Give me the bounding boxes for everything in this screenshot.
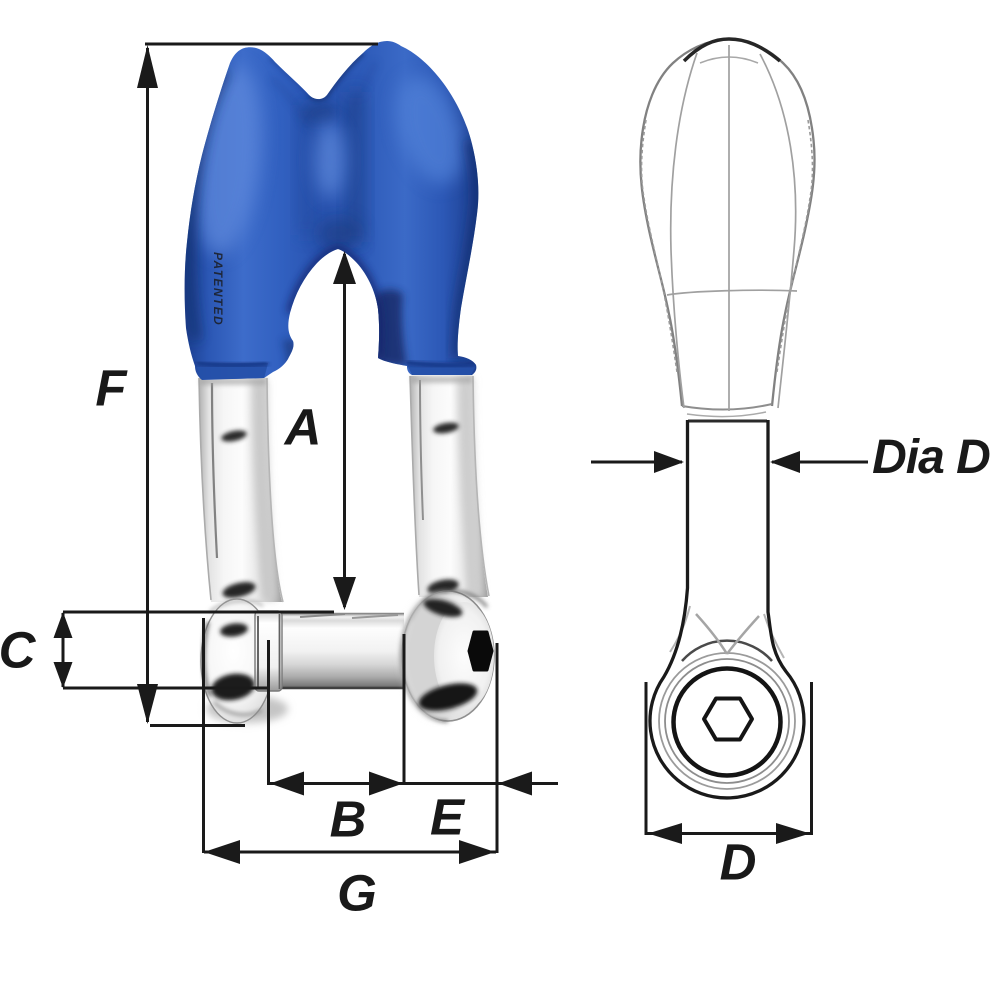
- svg-text:D: D: [720, 834, 757, 891]
- svg-text:A: A: [283, 399, 322, 456]
- svg-text:E: E: [430, 789, 466, 846]
- svg-text:Dia D: Dia D: [872, 431, 990, 484]
- svg-text:C: C: [0, 622, 37, 679]
- svg-text:F: F: [95, 360, 128, 417]
- svg-text:B: B: [330, 791, 367, 848]
- svg-text:G: G: [337, 865, 377, 922]
- svg-text:PATENTED: PATENTED: [211, 252, 225, 326]
